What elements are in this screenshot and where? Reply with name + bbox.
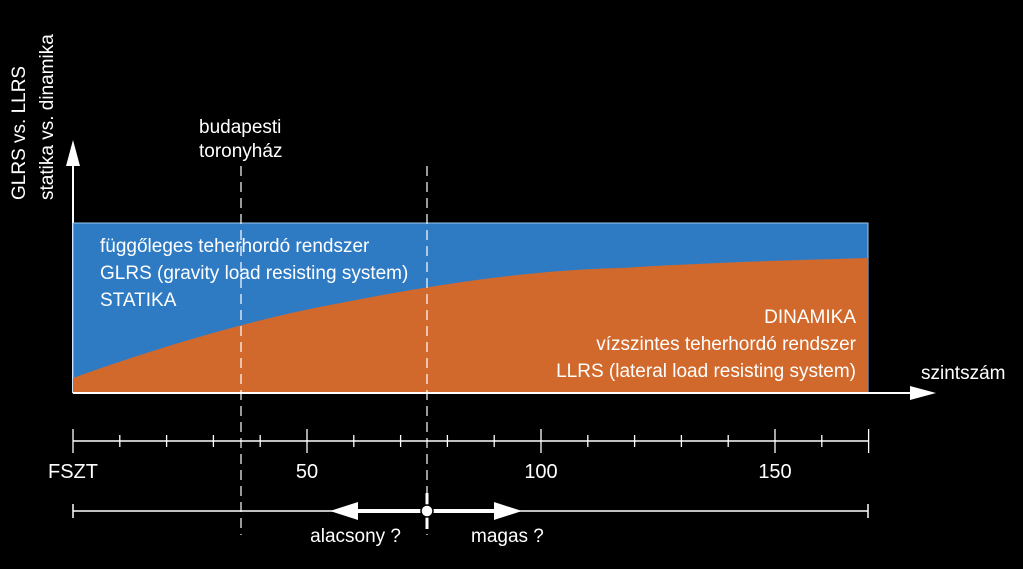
y-axis-label-line1: GLRS vs. LLRS: [9, 66, 30, 200]
llrs-text-line2: vízszintes teherhordó rendszer: [596, 334, 856, 355]
range-arrow-right-head: [494, 502, 522, 520]
marker-label-line1: budapesti: [199, 117, 281, 138]
tick-label-100: 100: [524, 461, 557, 483]
y-axis-label-line2: statika vs. dinamika: [37, 34, 58, 200]
tick-scale: [72, 429, 870, 453]
range-arrow-center-dot: [420, 504, 434, 518]
y-axis-arrowhead: [66, 140, 80, 166]
tick-label-fszt: FSZT: [48, 461, 98, 483]
arrow-label-high: magas ?: [471, 526, 544, 547]
x-axis-label: szintszám: [921, 363, 1005, 384]
glrs-text-line1: függőleges teherhordó rendszer: [100, 236, 370, 257]
marker-label-line2: toronyház: [199, 141, 282, 162]
tick-label-150: 150: [758, 461, 791, 483]
llrs-text-line3: LLRS (lateral load resisting system): [556, 361, 856, 382]
x-axis-arrowhead: [910, 386, 936, 400]
range-arrow-left-head: [330, 502, 358, 520]
glrs-text-line3: STATIKA: [100, 290, 177, 311]
tick-label-50: 50: [296, 461, 318, 483]
arrow-label-low: alacsony ?: [310, 526, 401, 547]
glrs-text-line2: GLRS (gravity load resisting system): [100, 263, 408, 284]
llrs-region: [73, 258, 868, 393]
llrs-text-line1: DINAMIKA: [764, 307, 856, 328]
